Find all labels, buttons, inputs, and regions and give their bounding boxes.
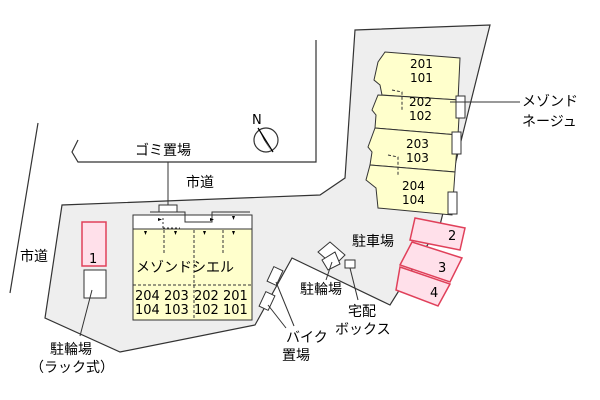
- building-maison-ciel: [132, 211, 253, 321]
- road-edge-top: [71, 40, 317, 163]
- unit-number: 102: [194, 303, 219, 318]
- delivery-label-2: ボックス: [335, 322, 391, 338]
- building-label-right-2: ネージュ: [522, 114, 577, 130]
- unit-number: 101: [410, 71, 433, 85]
- unit-number: 203: [406, 137, 429, 151]
- building-label-right-1: メゾンド: [522, 94, 578, 110]
- delivery-box: [344, 259, 356, 269]
- motorbike-box: [258, 290, 276, 312]
- delivery-label-1: 宅配: [348, 304, 376, 320]
- bicycle-label: 駐輪場: [300, 281, 342, 298]
- city-road-left-label: 市道: [20, 248, 48, 265]
- leader-line: [79, 289, 93, 337]
- motorbike-box: [266, 265, 284, 287]
- leader-line: [349, 267, 359, 301]
- unit-number: 104: [402, 193, 425, 207]
- north-arrow-icon: N: [252, 113, 279, 153]
- parking-label: 駐車場: [352, 233, 394, 250]
- unit-number: 201: [410, 57, 433, 71]
- road-edge-left: [9, 122, 39, 294]
- unit-number: 104: [135, 303, 160, 318]
- unit-number: 103: [406, 151, 429, 165]
- leader-line: [275, 281, 295, 327]
- leader-line: [267, 304, 287, 329]
- parking-space-number: 1: [89, 252, 97, 267]
- right-unit-labels: 201 101 202 102 203 103 204 104: [402, 57, 433, 207]
- leader-line: [325, 261, 333, 281]
- unit-number: 202: [409, 95, 432, 109]
- right-building-partition: [387, 154, 399, 175]
- unit-number: 102: [409, 109, 432, 123]
- unit-number: 201: [223, 289, 248, 304]
- bicycle-rack-box: [83, 269, 107, 299]
- bicycle-rack-label-2: （ラック式）: [30, 360, 114, 376]
- unit-number: 103: [164, 303, 189, 318]
- building-maison-neige: [365, 51, 466, 216]
- right-building-partition: [391, 89, 403, 110]
- parking-space-number: 3: [438, 261, 446, 276]
- building-label-left: メゾンドシエル: [136, 260, 234, 276]
- parking-space-3: [398, 241, 464, 283]
- motorbike-label-1: バイク: [286, 330, 328, 346]
- unit-number: 101: [223, 303, 248, 318]
- unit-number: 204: [135, 289, 160, 304]
- bicycle-parking-box: [321, 251, 341, 271]
- parking-space-number: 4: [430, 286, 438, 301]
- parking-space-2: [409, 217, 466, 251]
- parking-space-number: 2: [448, 229, 456, 244]
- garbage-label: ゴミ置場: [135, 142, 191, 159]
- unit-number: 202: [194, 289, 219, 304]
- left-unit-labels: 204 104 203 103 202 102 201 101: [135, 289, 248, 318]
- parking-space-1: [81, 221, 107, 267]
- city-road-top-label: 市道: [186, 174, 214, 191]
- svg-text:N: N: [252, 113, 262, 128]
- motorbike-label-2: 置場: [282, 348, 310, 364]
- bicycle-rack-label-1: 駐輪場: [50, 341, 92, 358]
- unit-number: 203: [164, 289, 189, 304]
- parking-space-4: [395, 266, 452, 307]
- garbage-box: [158, 204, 178, 213]
- unit-number: 204: [402, 179, 425, 193]
